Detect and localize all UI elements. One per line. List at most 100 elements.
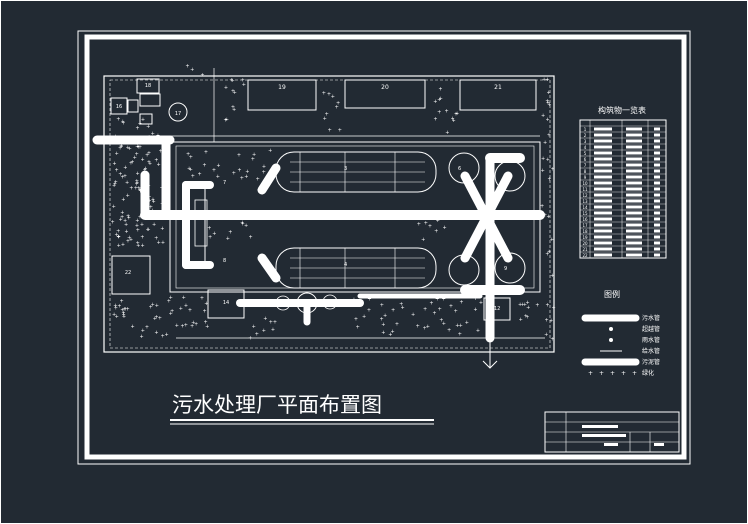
structure-table-cell-spec: [626, 139, 642, 143]
grass-mark: +: [417, 222, 421, 228]
grass-mark: +: [381, 322, 385, 328]
grass-mark: +: [120, 174, 124, 180]
grass-mark: +: [543, 140, 547, 146]
grass-mark: +: [367, 296, 371, 302]
grass-mark: +: [118, 146, 122, 152]
structure-table-title: 构筑物一览表: [598, 105, 646, 115]
grass-mark: +: [124, 222, 128, 228]
grass-mark: +: [152, 222, 156, 228]
structure-table-cell-count: [654, 169, 660, 173]
grass-mark: +: [226, 236, 230, 242]
grass-mark: +: [204, 320, 208, 326]
grass-mark: +: [545, 318, 549, 324]
grass-mark: +: [133, 155, 137, 161]
grass-mark: +: [208, 235, 212, 241]
building-small-a: [139, 93, 161, 107]
grass-mark: +: [151, 199, 155, 205]
label-8: 8: [223, 258, 226, 264]
grass-mark: +: [445, 130, 449, 136]
structure-table-cell-name: [594, 193, 612, 197]
grass-mark: +: [112, 204, 116, 210]
grass-mark: +: [545, 302, 549, 308]
grass-mark: +: [525, 314, 529, 320]
structure-table-row-number: 21: [582, 247, 588, 252]
grass-mark: +: [154, 235, 158, 241]
grass-mark: +: [154, 158, 158, 164]
grass-mark: +: [204, 150, 208, 156]
grass-mark: +: [411, 312, 415, 318]
structure-table-cell-count: [654, 163, 660, 167]
structure-table-cell-name: [594, 127, 612, 131]
grass-mark: +: [237, 152, 241, 158]
label-clarifier-9: 9: [504, 266, 507, 272]
structure-table-cell-name: [594, 139, 612, 143]
grass-mark: +: [138, 187, 142, 193]
structure-table-cell-spec: [626, 145, 642, 149]
grass-mark: +: [421, 237, 425, 243]
structure-table-cell-name: [594, 217, 612, 221]
grass-mark: +: [356, 324, 360, 330]
structure-table-cell-spec: [626, 175, 642, 179]
grass-mark: +: [233, 90, 237, 96]
grass-mark: +: [546, 100, 550, 106]
grass-mark: +: [136, 145, 140, 151]
grass-mark: +: [121, 121, 125, 127]
grass-mark: +: [154, 330, 158, 336]
label-building-12: 12: [494, 306, 500, 312]
grass-mark: +: [465, 320, 469, 326]
grass-mark: +: [325, 111, 329, 117]
structure-table-cell-name: [594, 175, 612, 179]
grass-mark: +: [161, 240, 165, 246]
grass-mark: +: [179, 306, 183, 312]
grass-mark: +: [541, 156, 545, 162]
structure-table-cell-name: [594, 145, 612, 149]
grass-mark: +: [175, 323, 179, 329]
grass-mark: +: [119, 144, 123, 150]
grass-mark: +: [180, 323, 184, 329]
grass-mark: +: [454, 111, 458, 117]
grass-mark: +: [423, 307, 427, 313]
structure-table-cell-count: [654, 175, 660, 179]
grass-mark: +: [117, 234, 121, 240]
structure-table-row-number: 7: [584, 163, 587, 168]
structure-table-cell-count: [654, 247, 660, 251]
grass-mark: +: [520, 302, 524, 308]
grass-mark: +: [139, 334, 143, 340]
grass-mark: +: [429, 300, 433, 306]
grass-mark: +: [231, 105, 235, 111]
structure-table-cell-count: [654, 199, 660, 203]
grass-mark: +: [546, 157, 550, 163]
grass-mark: +: [546, 214, 550, 220]
grass-mark: +: [442, 297, 446, 303]
building-21: [459, 79, 537, 111]
grass-mark: +: [129, 237, 133, 243]
grass-mark: +: [140, 235, 144, 241]
legend-label: 给水管: [642, 347, 660, 355]
grass-mark: +: [191, 320, 195, 326]
structure-table-row-number: 20: [582, 241, 588, 246]
grass-mark: +: [135, 182, 139, 188]
grass-mark: +: [138, 145, 142, 151]
grass-mark: +: [189, 154, 193, 160]
structure-table-cell-name: [594, 211, 612, 215]
grass-mark: +: [212, 168, 216, 174]
structure-table-row-number: 22: [582, 253, 588, 258]
grass-mark: +: [547, 249, 551, 255]
grass-mark: +: [114, 232, 118, 238]
grass-mark: +: [158, 315, 162, 321]
grass-mark: +: [451, 116, 455, 122]
structure-table-cell-count: [654, 235, 660, 239]
grass-mark: +: [245, 169, 249, 175]
grass-mark: +: [354, 316, 358, 322]
grass-mark: +: [141, 117, 145, 123]
grass-mark: +: [244, 174, 248, 180]
grass-mark: +: [122, 306, 126, 312]
grass-mark: +: [255, 332, 259, 338]
grass-mark: +: [224, 85, 228, 91]
structure-table-cell-name: [594, 169, 612, 173]
grass-mark: +: [202, 162, 206, 168]
grass-mark: +: [170, 308, 174, 314]
structure-table-cell-spec: [626, 169, 642, 173]
structure-table-row-number: 2: [584, 133, 587, 138]
